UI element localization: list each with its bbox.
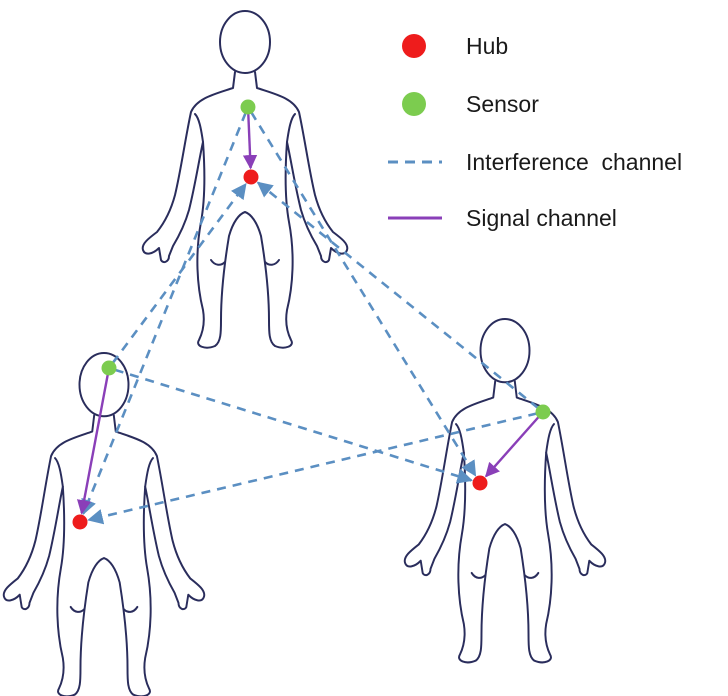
signal-link-right-sensor-to-right-hub (485, 415, 540, 478)
signal-link-left-sensor-to-left-hub (76, 373, 110, 515)
signal-link-top-sensor-to-top-hub (242, 112, 258, 170)
body-nodes (72, 99, 551, 530)
legend-interference-label: Interference channel (466, 149, 682, 175)
legend: Hub Sensor Interference channel Signal c… (388, 33, 682, 231)
right-hub-node (472, 475, 488, 491)
left-hub-node (72, 514, 88, 530)
signal-links (76, 112, 540, 515)
interference-link-top-sensor-to-left-hub (81, 112, 247, 516)
body-figure-left (2, 351, 206, 696)
left-sensor-node (101, 360, 117, 376)
interference-link-top-sensor-to-right-hub (250, 111, 477, 477)
interference-link-right-sensor-to-top-hub (256, 181, 540, 410)
legend-sensor-label: Sensor (466, 91, 539, 117)
right-sensor-node (535, 404, 551, 420)
interference-links (81, 111, 540, 525)
top-hub-node (243, 169, 259, 185)
legend-hub-label: Hub (466, 33, 508, 59)
top-sensor-node (240, 99, 256, 115)
legend-sensor-marker (402, 92, 426, 116)
body-figure-right (403, 317, 607, 664)
interference-link-right-sensor-to-left-hub (87, 412, 538, 525)
legend-hub-marker (402, 34, 426, 58)
interference-link-left-sensor-to-right-hub (114, 368, 473, 484)
legend-signal-label: Signal channel (466, 205, 617, 231)
interference-link-left-sensor-to-top-hub (111, 182, 247, 364)
